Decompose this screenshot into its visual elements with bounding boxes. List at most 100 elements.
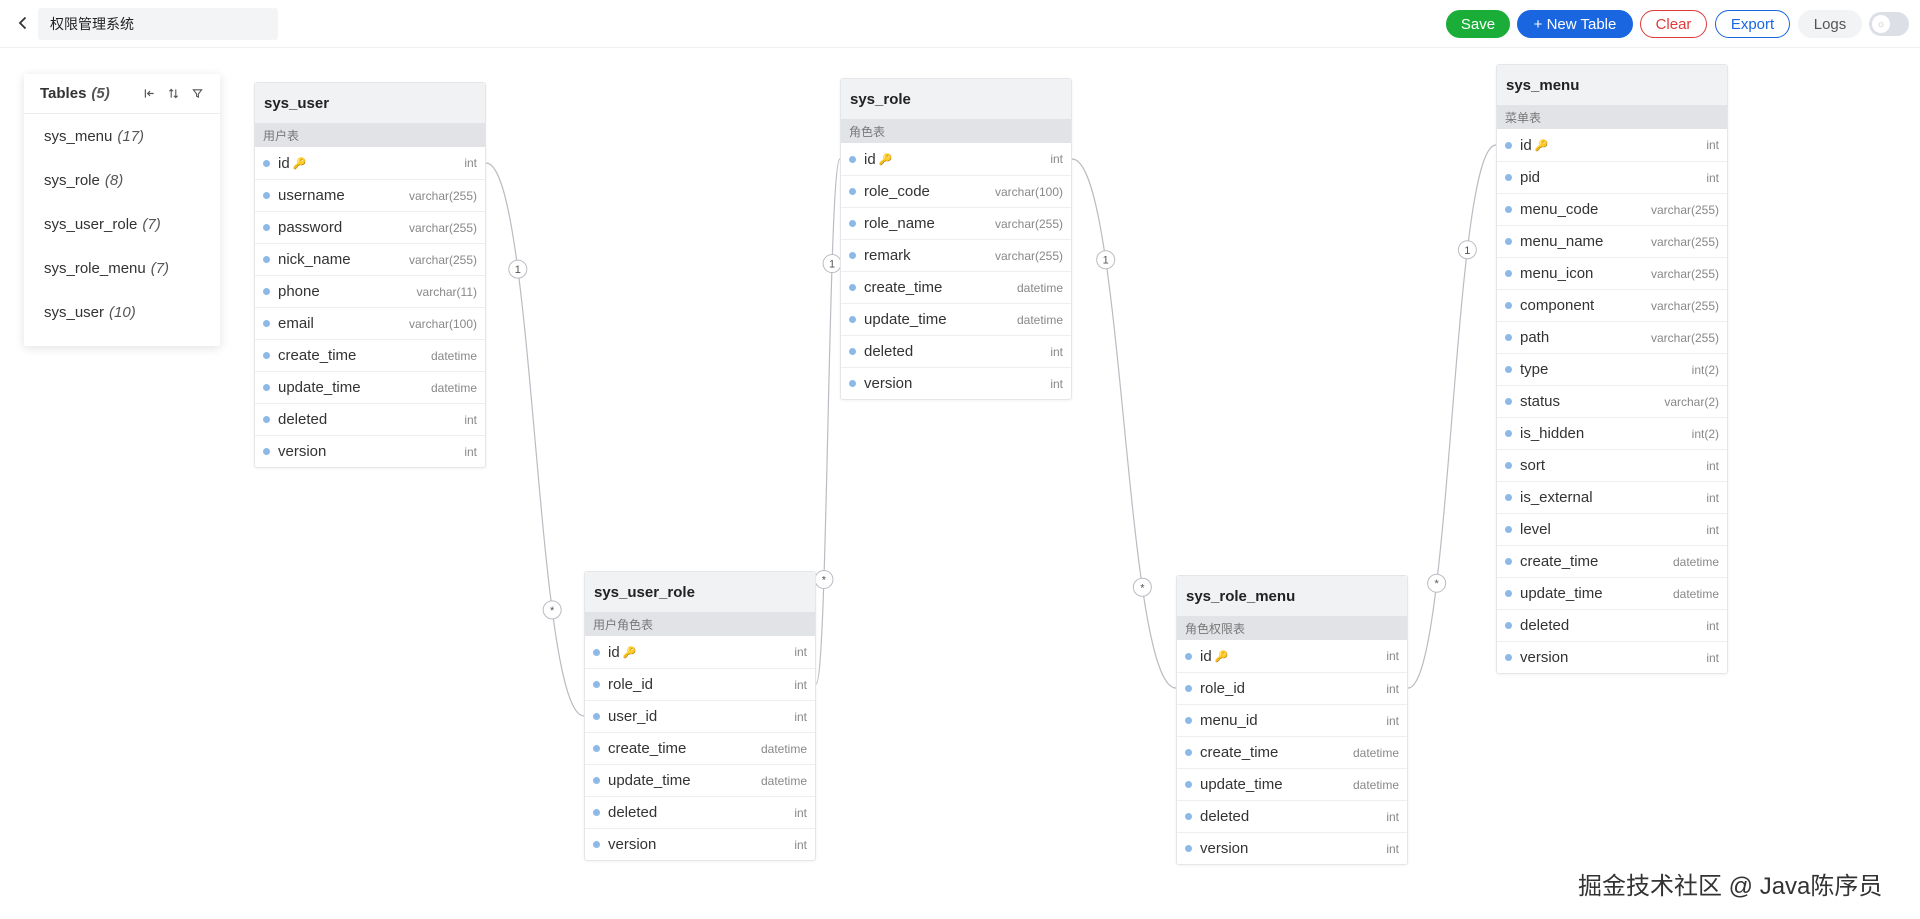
field-type: int(2): [1691, 426, 1719, 441]
field-type: int: [1706, 618, 1719, 633]
field-type: int: [1386, 649, 1399, 663]
field-type: int: [1050, 344, 1063, 359]
collapse-left-icon[interactable]: [142, 87, 156, 101]
field-dot-icon: [1185, 717, 1192, 724]
save-button[interactable]: Save: [1446, 10, 1510, 38]
table-name[interactable]: sys_role_menu: [1177, 576, 1407, 616]
tables-panel-title: Tables: [40, 85, 87, 102]
logs-button[interactable]: Logs: [1798, 10, 1862, 38]
field-dot-icon: [593, 745, 600, 752]
export-button[interactable]: Export: [1715, 10, 1790, 38]
new-table-button[interactable]: + New Table: [1517, 10, 1633, 38]
field-name: type: [1520, 361, 1549, 378]
field-row[interactable]: id🔑int: [841, 143, 1071, 175]
tables-panel-item[interactable]: sys_menu(17): [24, 114, 220, 158]
field-type: varchar(255): [408, 220, 477, 235]
field-row[interactable]: id🔑int: [1177, 640, 1407, 672]
tables-panel-item[interactable]: sys_user(10): [24, 290, 220, 334]
watermark: 掘金技术社区 @ Java陈序员: [1578, 873, 1883, 900]
tables-panel-item[interactable]: sys_role(8): [24, 158, 220, 202]
field-row[interactable]: id🔑int: [255, 147, 485, 179]
table-name[interactable]: sys_user_role: [585, 572, 815, 612]
clear-button[interactable]: Clear: [1640, 10, 1707, 38]
sort-icon[interactable]: [166, 87, 180, 101]
field-dot-icon: [1505, 206, 1512, 213]
table-name[interactable]: sys_role: [841, 79, 1071, 119]
top-toolbar: Save + New Table Clear Export Logs ☼: [0, 0, 1920, 48]
tables-panel-item[interactable]: sys_role_menu(7): [24, 246, 220, 290]
field-dot-icon: [1505, 398, 1512, 405]
filter-icon[interactable]: [190, 87, 204, 101]
project-title-input[interactable]: [38, 8, 278, 40]
tables-panel-item[interactable]: sys_user_role(7): [24, 202, 220, 246]
table-name[interactable]: sys_menu: [1497, 65, 1727, 105]
field-name: menu_id: [1200, 712, 1258, 729]
field-type: varchar(100): [408, 316, 477, 331]
relation-to-label: *: [814, 569, 834, 589]
back-icon[interactable]: [12, 12, 34, 34]
field-name: is_external: [1520, 489, 1593, 506]
table-name[interactable]: sys_user: [255, 83, 485, 123]
field-dot-icon: [849, 316, 856, 323]
field-type: varchar(255): [1650, 266, 1719, 281]
field-row[interactable]: menu_icon varchar(255): [1497, 257, 1727, 289]
field-name: menu_icon: [1520, 265, 1594, 282]
field-type: datetime: [1672, 586, 1719, 601]
theme-toggle[interactable]: ☼: [1869, 12, 1909, 36]
field-row[interactable]: id🔑int: [1497, 129, 1727, 161]
field-row[interactable]: email varchar(100): [255, 307, 485, 339]
field-dot-icon: [1505, 238, 1512, 245]
field-name: version: [1520, 649, 1569, 666]
field-name: email: [278, 315, 314, 332]
primary-key-icon: 🔑: [1214, 650, 1229, 663]
field-row[interactable]: id🔑int: [585, 636, 815, 668]
